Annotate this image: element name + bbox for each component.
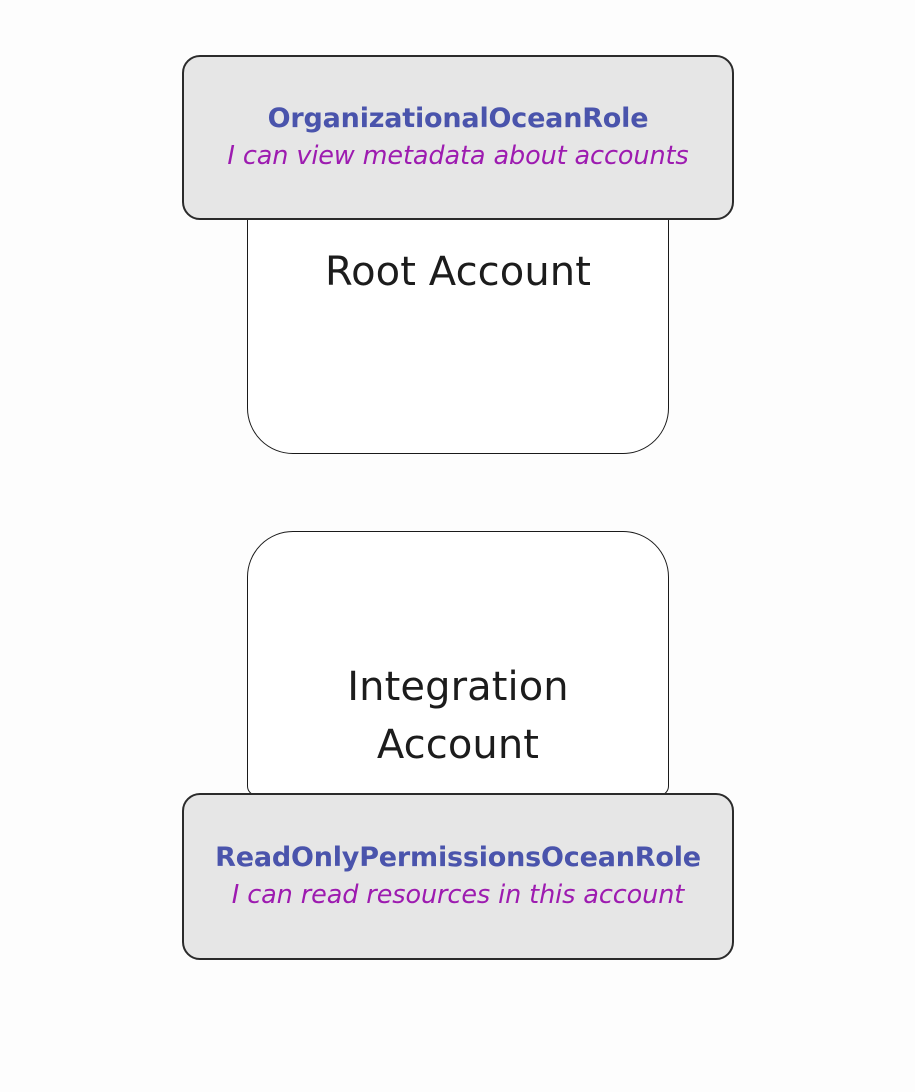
- account-label-root: Root Account: [324, 249, 592, 296]
- role-box-readonly-permissions-ocean-role[interactable]: ReadOnlyPermissionsOceanRole I can read …: [182, 793, 734, 960]
- role-name-readonly-permissions-ocean-role: ReadOnlyPermissionsOceanRole: [215, 842, 701, 873]
- role-description-organizational-ocean-role: I can view metadata about accounts: [227, 141, 689, 172]
- account-box-root[interactable]: Root Account: [247, 196, 669, 454]
- role-description-readonly-permissions-ocean-role: I can read resources in this account: [231, 880, 685, 911]
- role-box-organizational-ocean-role[interactable]: OrganizationalOceanRole I can view metad…: [182, 55, 734, 220]
- role-name-organizational-ocean-role: OrganizationalOceanRole: [267, 103, 649, 134]
- account-box-integration[interactable]: Integration Account: [247, 531, 669, 796]
- account-label-integration: Integration Account: [347, 664, 569, 768]
